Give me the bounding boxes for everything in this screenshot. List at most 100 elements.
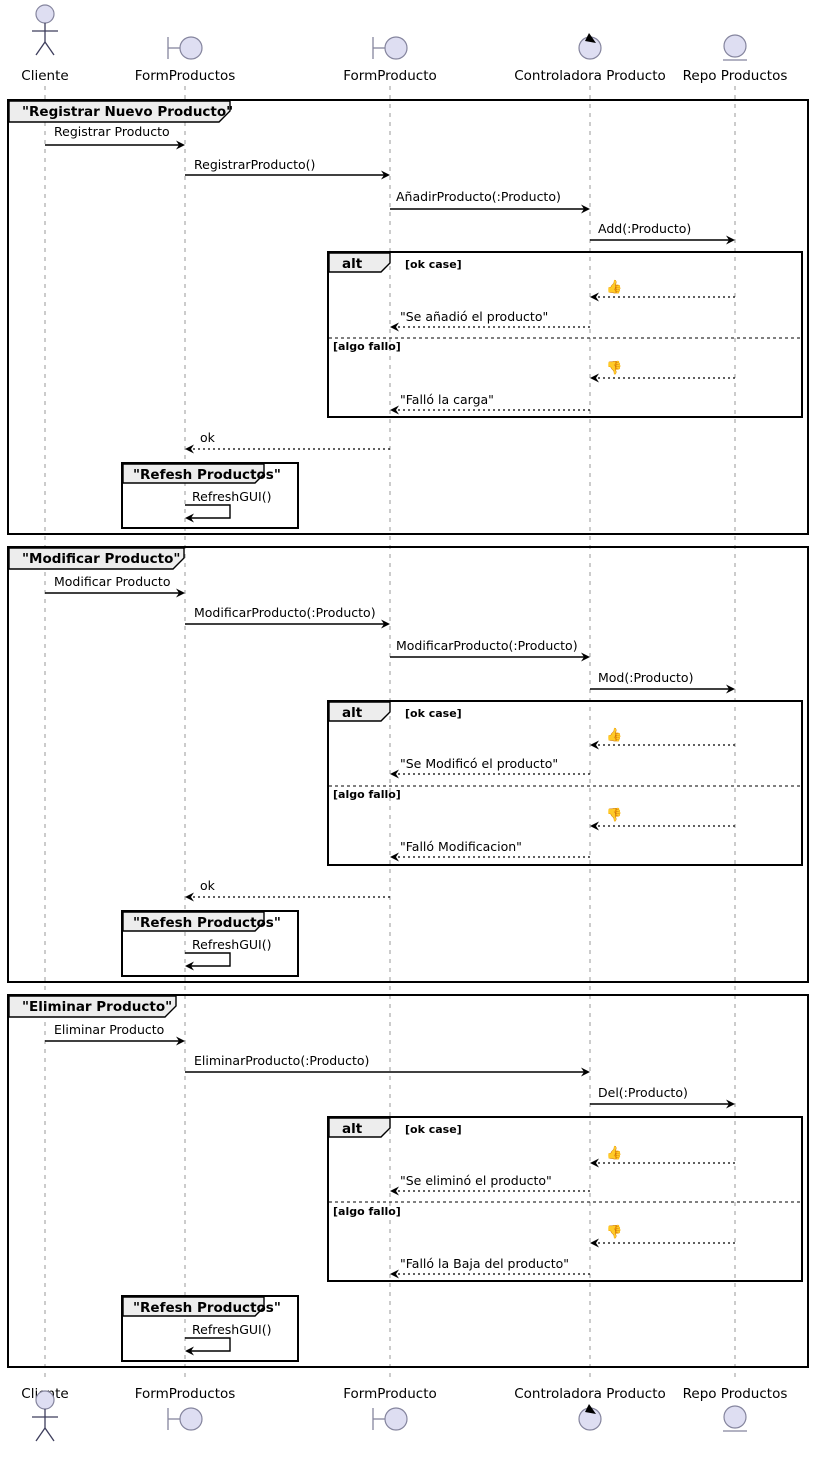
arrow-head-icon xyxy=(726,1099,735,1109)
message-label: ModificarProducto(:Producto) xyxy=(194,605,376,620)
thumbs-up-icon: 👍 xyxy=(606,727,622,743)
message-arrow: Del(:Producto) xyxy=(590,1085,735,1109)
lifelines-layer xyxy=(44,86,736,1382)
arrow-head-icon xyxy=(590,292,599,302)
alt-fragment: alt[ok case][algo fallo]👍"Se Modificó el… xyxy=(327,700,803,866)
arrow-head-icon xyxy=(581,1067,590,1077)
control-icon xyxy=(578,33,602,60)
participant-formproductos[interactable]: FormProductos xyxy=(135,36,236,84)
thumbs-up-icon: 👍 xyxy=(606,1145,622,1161)
return-message-label: "Falló Modificacion" xyxy=(400,839,522,854)
self-message-label: RefreshGUI() xyxy=(192,1322,271,1337)
thumbs-down-icon: 👎 xyxy=(606,360,622,376)
participant-footer-formproductos[interactable]: FormProductos xyxy=(135,1386,236,1431)
messages-layer: Registrar ProductoRegistrarProducto()Aña… xyxy=(45,124,803,1362)
participant-label: Controladora Producto xyxy=(514,68,666,84)
message-label: ok xyxy=(200,430,216,445)
arrow-head-icon xyxy=(590,740,599,750)
participant-label: Repo Productos xyxy=(683,68,788,84)
arrow-head-icon xyxy=(381,619,390,629)
message-arrow: ok xyxy=(185,878,390,902)
participant-cliente[interactable]: Cliente xyxy=(21,4,69,84)
message-arrow: RegistrarProducto() xyxy=(185,157,390,180)
self-message-label: RefreshGUI() xyxy=(192,937,271,952)
refresh-tab xyxy=(122,1296,265,1317)
return-message-label: "Se Modificó el producto" xyxy=(400,756,558,771)
participant-formproducto[interactable]: FormProducto xyxy=(343,36,437,84)
participant-footer-controladora-producto[interactable]: Controladora Producto xyxy=(514,1386,666,1431)
message-label: Modificar Producto xyxy=(54,574,170,589)
entity-icon xyxy=(723,1405,747,1432)
message-label: ok xyxy=(200,878,216,893)
frame-eliminar: "Eliminar Producto" xyxy=(7,994,809,1368)
refresh-fragment: "Refesh Productos"RefreshGUI() xyxy=(121,910,299,977)
arrow-head-icon xyxy=(726,684,735,694)
frame-tab xyxy=(8,547,185,570)
return-message: "Falló la carga" xyxy=(390,392,590,415)
refresh-title: "Refesh Productos" xyxy=(133,1300,281,1316)
participant-repo-productos[interactable]: Repo Productos xyxy=(683,34,788,84)
arrow-head-icon xyxy=(390,769,399,779)
participants-footer: Cliente FormProductos FormProducto Controla… xyxy=(21,1386,788,1442)
message-label: AñadirProducto(:Producto) xyxy=(396,189,561,204)
message-arrow: ModificarProducto(:Producto) xyxy=(390,638,590,662)
participant-footer-formproducto[interactable]: FormProducto xyxy=(343,1386,437,1431)
return-message: 👎 xyxy=(590,807,735,831)
message-arrow: ok xyxy=(185,430,390,454)
return-message-label: "Falló la Baja del producto" xyxy=(400,1256,569,1271)
self-message-label: RefreshGUI() xyxy=(192,489,271,504)
alt-keyword: alt xyxy=(342,256,363,272)
alt-guard-condition: [ok case] xyxy=(405,707,462,720)
return-message-label: "Falló la carga" xyxy=(400,392,494,407)
alt-tab xyxy=(328,252,391,273)
actor-head-icon xyxy=(35,4,55,24)
self-message: RefreshGUI() xyxy=(185,489,271,523)
thumbs-up-icon: 👍 xyxy=(606,279,622,295)
arrow-head-icon xyxy=(581,652,590,662)
alt-keyword: alt xyxy=(342,1121,363,1137)
return-message: "Se añadió el producto" xyxy=(390,309,590,332)
arrow-head-icon xyxy=(390,322,399,332)
actor-stick-figure-icon xyxy=(32,4,58,56)
alt-tab xyxy=(328,701,391,722)
message-arrow: AñadirProducto(:Producto) xyxy=(390,189,590,214)
participant-label: Repo Productos xyxy=(683,1386,788,1402)
arrow-head-icon xyxy=(390,405,399,415)
message-label: Del(:Producto) xyxy=(598,1085,688,1100)
arrow-head-icon xyxy=(590,1238,599,1248)
control-icon xyxy=(578,1404,602,1431)
return-message: 👍 xyxy=(590,1145,735,1168)
frame-tab xyxy=(8,995,177,1018)
refresh-tab xyxy=(122,911,265,932)
alt-guard-condition: [algo fallo] xyxy=(333,1205,401,1218)
return-message-label: "Se eliminó el producto" xyxy=(400,1173,552,1188)
return-message: 👎 xyxy=(590,1224,735,1248)
arrow-head-icon xyxy=(176,140,185,150)
arrow-head-icon xyxy=(185,961,194,971)
arrow-head-icon xyxy=(185,513,194,523)
alt-guard-condition: [ok case] xyxy=(405,1123,462,1136)
alt-fragment: alt [ok case] [algo fallo] 👍 "Se eliminó el … xyxy=(327,1116,803,1282)
arrow-head-icon xyxy=(185,444,194,454)
arrow-head-icon xyxy=(590,821,599,831)
message-label: Mod(:Producto) xyxy=(598,670,693,685)
arrow-head-icon xyxy=(390,852,399,862)
participant-footer-cliente[interactable]: Cliente xyxy=(21,1386,69,1442)
participant-label: FormProducto xyxy=(343,1386,437,1402)
thumbs-down-icon: 👎 xyxy=(606,807,622,823)
refresh-fragment: "Refesh Productos" RefreshGUI() xyxy=(121,1295,299,1362)
frames-layer: "Registrar Nuevo Producto" "Modificar Pro… xyxy=(7,99,809,1368)
arrow-head-icon xyxy=(176,1036,185,1046)
participant-controladora-producto[interactable]: Controladora Producto xyxy=(514,33,666,84)
frame-title: "Modificar Producto" xyxy=(22,551,180,567)
message-label: ModificarProducto(:Producto) xyxy=(396,638,578,653)
refresh-title: "Refesh Productos" xyxy=(133,467,281,483)
participant-footer-repo-productos[interactable]: Repo Productos xyxy=(683,1386,788,1432)
return-message: "Se Modificó el producto" xyxy=(390,756,590,779)
message-label: RegistrarProducto() xyxy=(194,157,315,172)
participant-label: Cliente xyxy=(21,68,68,84)
arrow-head-icon xyxy=(185,1346,194,1356)
frame-title: "Registrar Nuevo Producto" xyxy=(22,104,233,120)
frame-modificar: "Modificar Producto" xyxy=(7,546,809,983)
